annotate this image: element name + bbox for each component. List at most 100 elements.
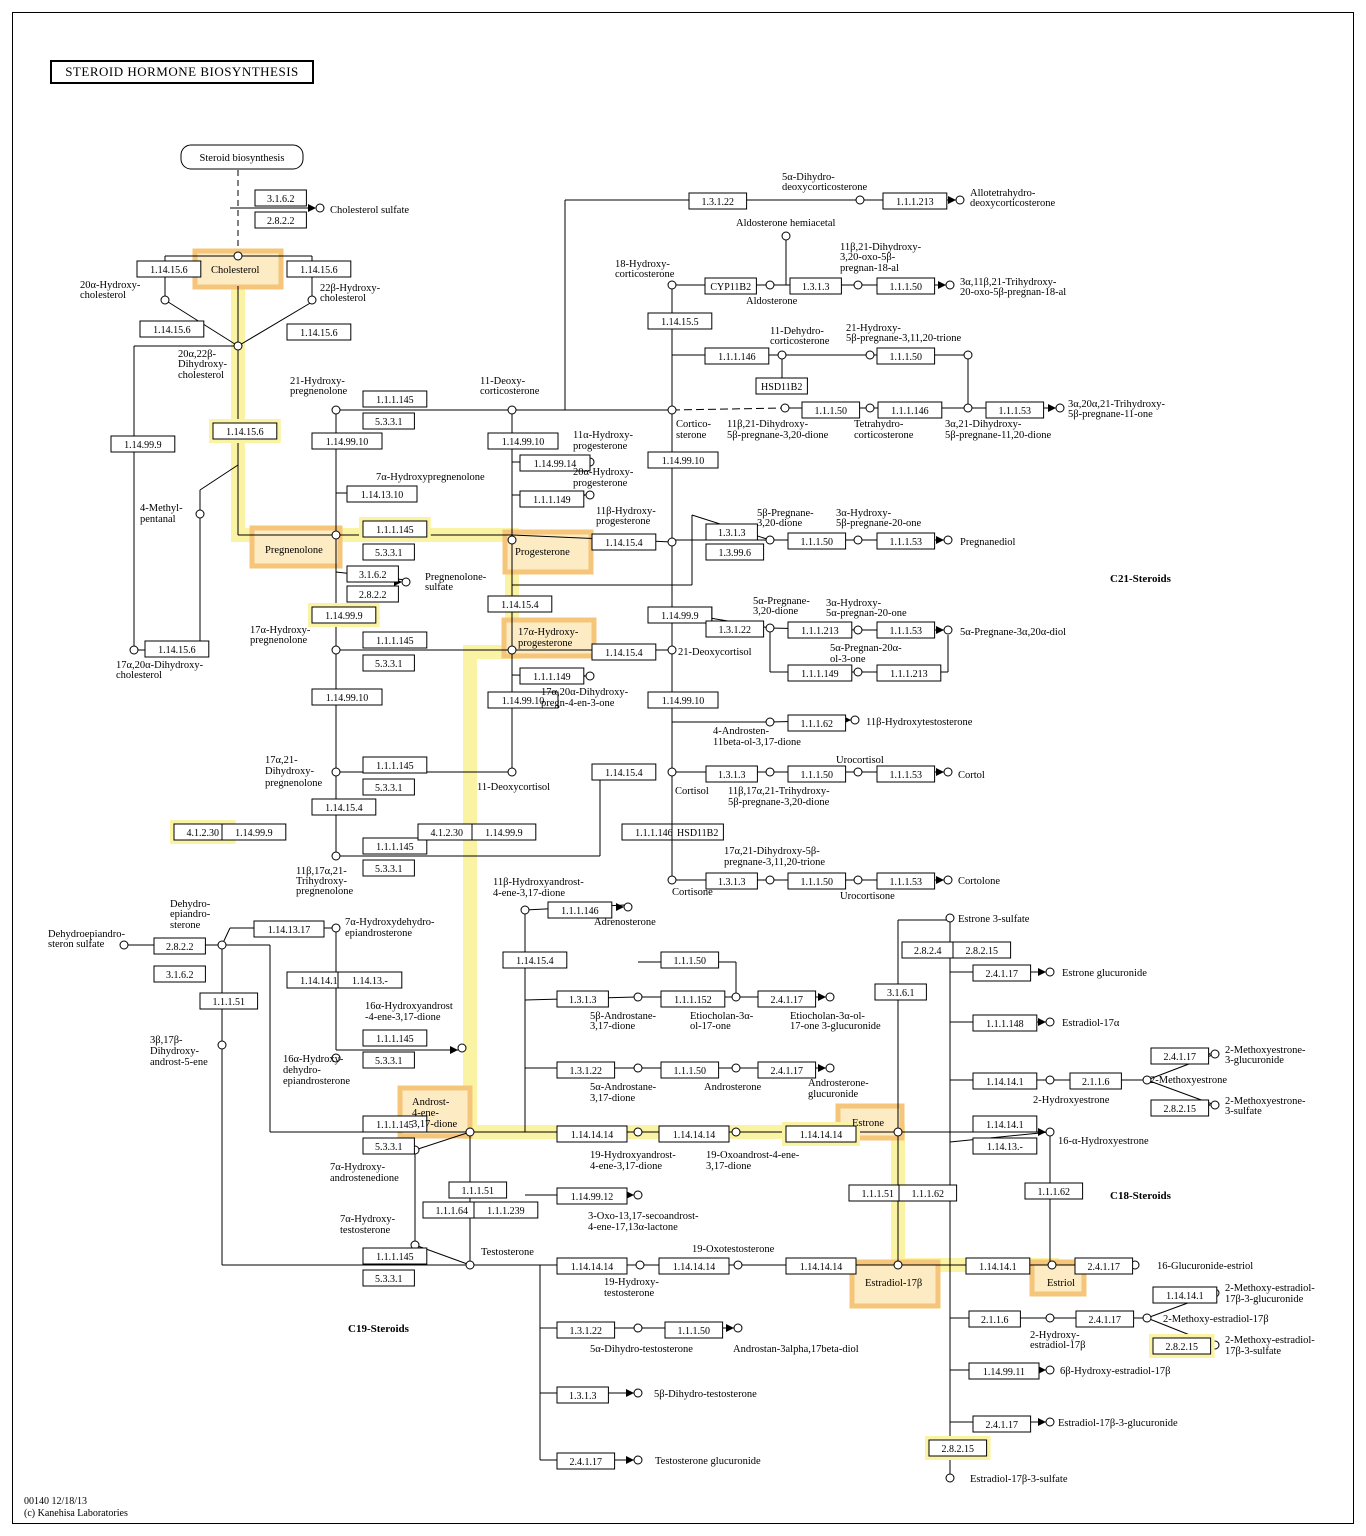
compound-node[interactable] xyxy=(853,767,863,777)
compound-label[interactable]: 2-Methoxy-estradiol- xyxy=(1225,1335,1315,1346)
compound-label[interactable]: Testosterone xyxy=(481,1247,534,1258)
enzyme-box[interactable]: 2.8.2.2 xyxy=(346,585,399,603)
compound-label[interactable]: 3,20-oxo-5β- xyxy=(840,252,896,263)
compound-node[interactable] xyxy=(633,1455,643,1465)
compound-label[interactable]: 19-Hydroxy- xyxy=(604,1277,659,1288)
compound-node[interactable] xyxy=(1210,1100,1220,1110)
compound-node[interactable] xyxy=(119,940,129,950)
enzyme-box[interactable]: HSD11B2 xyxy=(671,823,724,841)
compound-label[interactable]: 3,17-dione xyxy=(706,1161,752,1172)
compound-node[interactable] xyxy=(585,671,595,681)
enzyme-box[interactable]: 1.14.13.17 xyxy=(253,920,325,938)
compound-label[interactable]: corticosterone xyxy=(615,269,675,280)
enzyme-box[interactable]: 1.14.15.6 xyxy=(136,260,202,278)
enzyme-box[interactable]: 1.14.14.1 xyxy=(965,1257,1031,1275)
compound-node[interactable] xyxy=(765,280,775,290)
compound-node[interactable] xyxy=(780,403,790,413)
enzyme-box[interactable]: 1.1.1.145 xyxy=(362,1247,428,1265)
enzyme-box[interactable]: 1.3.1.22 xyxy=(688,192,748,210)
compound-label[interactable]: Pregnenolone- xyxy=(425,572,487,583)
enzyme-box[interactable]: 1.14.14.14 xyxy=(556,1257,628,1275)
compound-label[interactable]: 5β-pregnane-11-one xyxy=(1068,409,1153,420)
enzyme-box[interactable]: 1.14.15.4 xyxy=(487,595,553,613)
compound-label[interactable]: Cortolone xyxy=(958,876,1000,887)
compound-node[interactable] xyxy=(633,1127,643,1137)
compound-label[interactable]: 2-Hydroxy- xyxy=(1030,1330,1080,1341)
compound-label[interactable]: 5α-Pregnane- xyxy=(753,596,810,607)
enzyme-box[interactable]: 1.1.1.145 xyxy=(362,837,428,855)
compound-label[interactable]: 3α,21-Dihydroxy- xyxy=(945,419,1022,430)
enzyme-box[interactable]: 1.1.1.145 xyxy=(362,1115,428,1133)
compound-label[interactable]: 20α,22β- xyxy=(178,349,216,360)
enzyme-box[interactable]: 1.1.1.51 xyxy=(448,1181,508,1199)
compound-node[interactable] xyxy=(1045,1313,1055,1323)
compound-node[interactable] xyxy=(1045,1417,1055,1427)
compound-node[interactable] xyxy=(633,1323,643,1333)
enzyme-box[interactable]: 2.4.1.17 xyxy=(757,990,817,1008)
compound-node[interactable] xyxy=(1210,1049,1220,1059)
enzyme-box[interactable]: 2.8.2.2 xyxy=(153,937,206,955)
compound-label[interactable]: 11beta-ol-3,17-dione xyxy=(713,737,801,748)
enzyme-box[interactable]: 1.1.1.50 xyxy=(664,1321,724,1339)
compound-label[interactable]: 20-oxo-5β-pregnan-18-al xyxy=(960,287,1066,298)
compound-label[interactable]: androstenedione xyxy=(330,1173,399,1184)
enzyme-box[interactable]: 1.1.1.145 xyxy=(362,756,428,774)
compound-label[interactable]: 17β-3-sulfate xyxy=(1225,1346,1281,1357)
compound-label[interactable]: 17α-Hydroxy- xyxy=(250,625,311,636)
compound-node[interactable] xyxy=(1047,1260,1057,1270)
enzyme-box[interactable]: 1.3.1.22 xyxy=(705,620,765,638)
compound-label[interactable]: 11β,21-Dihydroxy- xyxy=(840,242,922,253)
compound-label[interactable]: 2-Methoxyestrone- xyxy=(1225,1096,1306,1107)
compound-label[interactable]: Dihydroxy- xyxy=(178,359,227,370)
enzyme-box[interactable]: 1.14.14.14 xyxy=(658,1125,730,1143)
enzyme-box[interactable]: 1.1.1.213 xyxy=(876,664,942,682)
enzyme-box[interactable]: 3.1.6.2 xyxy=(346,565,399,583)
enzyme-box[interactable]: 2.8.2.2 xyxy=(254,211,307,229)
compound-label[interactable]: Trihydroxy- xyxy=(296,876,347,887)
enzyme-box[interactable]: 5.3.3.1 xyxy=(362,654,415,672)
enzyme-box[interactable]: 1.14.99.10 xyxy=(487,432,559,450)
enzyme-box[interactable]: 1.14.99.9 xyxy=(647,606,713,624)
compound-label[interactable]: Estradiol-17β-3-sulfate xyxy=(970,1474,1068,1485)
enzyme-box[interactable]: 5.3.3.1 xyxy=(362,412,415,430)
compound-label[interactable]: 2-Methoxyestrone xyxy=(1150,1075,1227,1086)
enzyme-box[interactable]: 1.14.99.9 xyxy=(308,603,380,627)
compound-label[interactable]: dehydro- xyxy=(283,1065,321,1076)
compound-node[interactable] xyxy=(765,875,775,885)
compound-node[interactable] xyxy=(1045,967,1055,977)
enzyme-box[interactable]: 1.14.15.4 xyxy=(502,951,568,969)
compound-node[interactable] xyxy=(1142,1313,1152,1323)
enzyme-box[interactable]: 1.1.1.145 xyxy=(362,1029,428,1047)
enzyme-box[interactable]: 1.14.15.5 xyxy=(647,312,713,330)
enzyme-box[interactable]: 1.1.1.53 xyxy=(985,401,1045,419)
compound-label[interactable]: Pregnanediol xyxy=(960,537,1015,548)
compound-label[interactable]: 22β-Hydroxy- xyxy=(320,283,381,294)
enzyme-box[interactable]: 2.8.2.15 xyxy=(1149,1334,1215,1358)
enzyme-box[interactable]: 1.1.1.145 xyxy=(362,631,428,649)
compound-label[interactable]: 3α-Hydroxy- xyxy=(826,598,882,609)
enzyme-box[interactable]: 1.1.1.50 xyxy=(660,1061,720,1079)
compound-label[interactable]: Etiocholan-3α- xyxy=(690,1011,754,1022)
enzyme-box[interactable]: 1.14.13.10 xyxy=(346,485,418,503)
compound-label[interactable]: Estriol xyxy=(1047,1278,1075,1289)
compound-label[interactable]: ol-17-one xyxy=(690,1021,731,1032)
compound-node[interactable] xyxy=(731,1127,741,1137)
compound-label[interactable]: progesterone xyxy=(573,478,628,489)
enzyme-box[interactable]: 1.1.1.239 xyxy=(473,1201,539,1219)
compound-label[interactable]: pregnane-3,11,20-trione xyxy=(724,857,825,868)
compound-label[interactable]: 11β-Hydroxytestosterone xyxy=(866,717,973,728)
compound-node[interactable] xyxy=(893,1260,903,1270)
compound-label[interactable]: 11-Dehydro- xyxy=(770,326,824,337)
compound-label[interactable]: 4-ene-17,13α-lactone xyxy=(588,1222,678,1233)
compound-label[interactable]: pregnenolone xyxy=(250,635,307,646)
compound-node[interactable] xyxy=(507,645,517,655)
compound-label[interactable]: 3-glucuronide xyxy=(1225,1055,1284,1066)
compound-label[interactable]: pregnenolone xyxy=(296,886,353,897)
compound-node[interactable] xyxy=(331,405,341,415)
enzyme-box[interactable]: 1.1.1.213 xyxy=(882,192,948,210)
enzyme-box[interactable]: 1.14.99.10 xyxy=(311,432,383,450)
compound-node[interactable] xyxy=(129,645,139,655)
compound-label[interactable]: 2-Methoxy-estradiol-17β xyxy=(1163,1314,1269,1325)
enzyme-box[interactable]: 1.14.99.9 xyxy=(110,435,176,453)
enzyme-box[interactable]: 1.14.99.12 xyxy=(556,1187,628,1205)
